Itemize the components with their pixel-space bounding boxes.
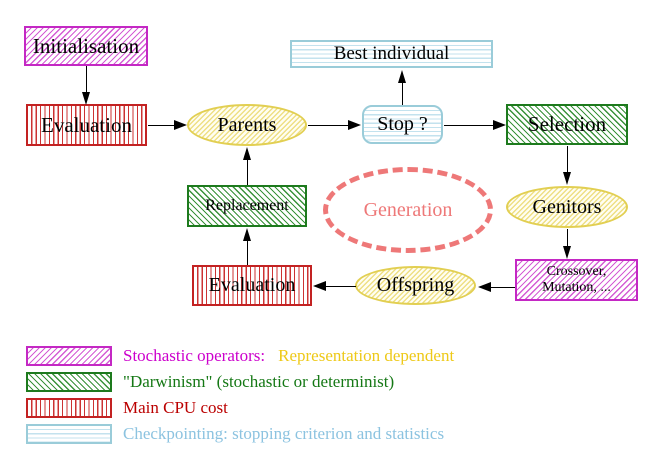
node-evaluation-top: Evaluation: [26, 104, 147, 146]
legend-swatch-checkpointing: [26, 424, 112, 444]
crossover-line2: Mutation, ...: [542, 280, 611, 295]
node-crossover-mutation: Crossover, Mutation, ...: [515, 259, 638, 301]
legend-label-stochastic: Stochastic operators: Representation depe…: [123, 346, 454, 366]
crossover-line1: Crossover,: [546, 264, 607, 279]
legend-swatch-stochastic: [26, 346, 112, 366]
legend-label-checkpointing: Checkpointing: stopping criterion and st…: [123, 424, 445, 443]
node-offspring: Offspring: [355, 266, 476, 305]
node-selection: Selection: [506, 104, 628, 145]
node-generation: Generation: [323, 167, 493, 253]
node-replacement: Replacement: [187, 185, 307, 227]
legend-label-cpu-cost: Main CPU cost: [123, 398, 228, 417]
node-initialisation: Initialisation: [24, 26, 148, 66]
legend-label-darwinism: "Darwinism" (stochastic or determinist): [123, 372, 395, 391]
legend-label-stochastic-secondary: Representation dependent: [278, 346, 455, 365]
legend-label-stochastic-primary: Stochastic operators:: [123, 346, 266, 365]
node-parents: Parents: [187, 104, 307, 146]
legend-swatch-cpu-cost: [26, 398, 112, 418]
node-evaluation-bottom: Evaluation: [192, 265, 312, 306]
legend-swatch-darwinism: [26, 372, 112, 392]
node-genitors: Genitors: [506, 186, 628, 228]
node-best-individual: Best individual: [290, 40, 493, 68]
node-stop: Stop ?: [362, 105, 443, 144]
